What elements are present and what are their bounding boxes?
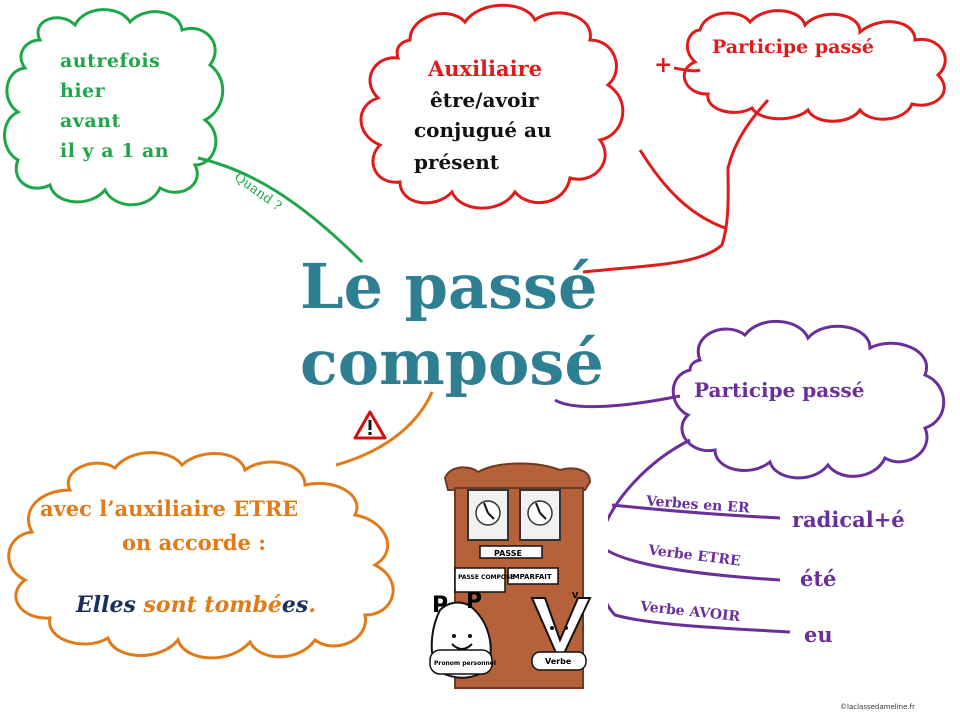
purple-cloud: [671, 320, 946, 480]
green-connector: [197, 156, 364, 264]
title-line-1: Le passé: [300, 250, 598, 323]
auxiliary-line: présent: [414, 150, 500, 174]
red-connector-plus: [673, 66, 701, 73]
red-cloud-auxiliary: [359, 3, 625, 210]
green-cloud: [3, 8, 225, 207]
clock-label-passe-compose: PASSE COMPOSE: [458, 574, 514, 581]
pronom-label: Pronom personnel: [434, 660, 496, 667]
rule-form: été: [800, 566, 837, 591]
orange-cloud: [7, 451, 395, 660]
verbe-label: Verbe: [545, 657, 572, 666]
orange-connector: [335, 391, 434, 467]
warning-triangle-icon: [353, 410, 387, 440]
example-stem: tombé: [204, 592, 282, 618]
red-connector-main: [582, 98, 770, 274]
auxiliary-title: Auxiliaire: [428, 56, 543, 81]
agreement-line: on accorde :: [122, 530, 266, 555]
participle-branch-title: Participe passé: [694, 378, 865, 402]
purple-connector-main: [554, 394, 681, 409]
agreement-example: Elles sont tombées.: [76, 592, 316, 618]
time-marker: avant: [60, 110, 121, 132]
example-subject: Elles: [76, 592, 144, 618]
pp-letter-1: P: [432, 593, 448, 618]
v-letter: V: [572, 591, 579, 600]
grandfather-clock-illustration: PASSE PASSE COMPOSE IMPARFAIT P P Pronom…: [408, 462, 608, 694]
time-marker: il y a 1 an: [60, 140, 170, 162]
credit-text: ©laclassedameline.fr: [840, 703, 915, 711]
example-dot: .: [308, 592, 316, 618]
agreement-line: avec l’auxiliaire ETRE: [40, 496, 299, 521]
purple-connector-etre: [598, 543, 781, 582]
clock-label-passe: PASSE: [494, 549, 522, 558]
time-marker: autrefois: [60, 50, 161, 72]
auxiliary-line: conjugué au: [414, 118, 552, 142]
rule-form: eu: [804, 622, 833, 647]
rule-form: radical+é: [792, 507, 905, 532]
time-marker: hier: [60, 80, 106, 102]
red-connector-aux: [638, 149, 726, 230]
pp-letter-2: P: [466, 589, 482, 614]
plus-sign: +: [654, 52, 673, 78]
example-ending: es: [281, 592, 309, 618]
title-line-2: composé: [300, 326, 604, 399]
purple-connector-er: [611, 503, 781, 520]
auxiliary-line: être/avoir: [430, 88, 539, 112]
time-markers: autrefois hier avant il y a 1 an: [60, 46, 169, 166]
participle-top-label: Participe passé: [712, 36, 874, 58]
red-cloud-participle: [682, 9, 947, 123]
clock-label-imparfait: IMPARFAIT: [510, 573, 552, 581]
example-auxiliary: sont: [143, 592, 205, 618]
